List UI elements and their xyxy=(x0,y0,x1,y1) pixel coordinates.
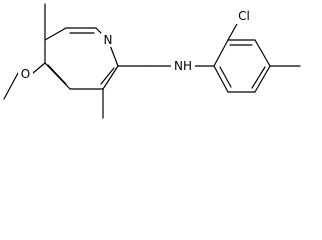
bond-c6-c5 xyxy=(44,27,67,41)
bond-c4-c5-double xyxy=(47,64,67,85)
amine-nh-label: NH xyxy=(174,59,192,73)
bond-aryl-c3-c4 xyxy=(254,39,271,67)
bond-aryl-c6-c1-double xyxy=(219,66,232,88)
bond-oxygen-methyl xyxy=(3,72,19,100)
bond-c4-oxygen xyxy=(32,62,46,74)
atom-label-layer: N NH Cl O xyxy=(18,8,255,81)
pyridine-n-label-bg xyxy=(101,33,115,47)
pyridine-n-label: N xyxy=(104,33,113,47)
bond-aryl-c6-c1 xyxy=(213,65,229,93)
ether-o-label-bg xyxy=(18,66,33,81)
chloro-label-bg xyxy=(233,8,255,24)
chemical-structure: N NH Cl O xyxy=(3,3,301,119)
bond-aryl-c4-c5 xyxy=(254,65,271,93)
bond-layer xyxy=(3,3,301,119)
bond-c2-c3 xyxy=(102,65,119,90)
amine-nh-label-bg xyxy=(171,58,195,74)
bond-aryl-c1-c2 xyxy=(213,39,229,67)
chloro-label: Cl xyxy=(238,9,250,23)
bond-aryl-c4-c5-double xyxy=(251,66,266,89)
bond-aryl-chloro xyxy=(227,21,239,41)
bond-c2-c3-double xyxy=(100,67,115,85)
bond-c4-c5 xyxy=(44,62,71,90)
ether-o-label: O xyxy=(21,67,30,81)
